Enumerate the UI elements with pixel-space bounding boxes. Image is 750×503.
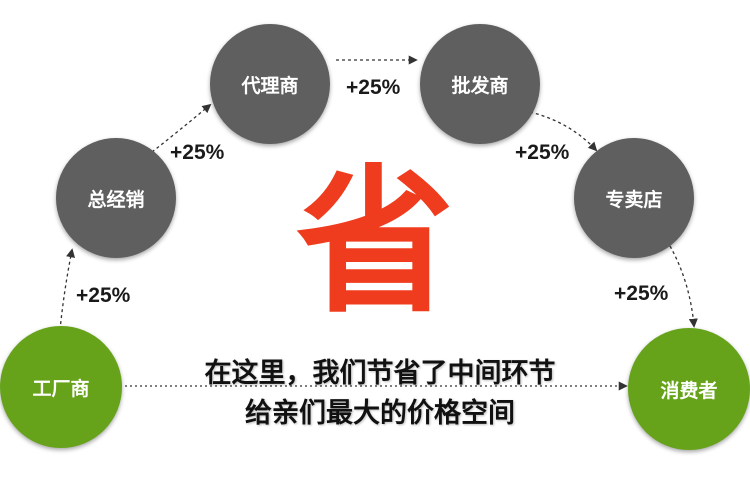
- node-factory: 工厂商: [0, 326, 122, 448]
- node-store-label: 专卖店: [605, 188, 663, 211]
- node-consumer: 消费者: [628, 328, 750, 450]
- save-character: 省: [296, 151, 454, 335]
- node-wholesaler-label: 批发商: [451, 74, 509, 97]
- arrow-factory-to-distributor: [59, 248, 76, 331]
- node-agent: 代理商: [210, 24, 330, 144]
- markup-label-2: +25%: [170, 141, 225, 164]
- node-consumer-label: 消费者: [660, 379, 718, 402]
- caption-line-2: 给亲们最大的价格空间: [245, 398, 515, 429]
- node-distributor-label: 总经销: [87, 188, 145, 211]
- arrow-wholesaler-to-store: [529, 111, 598, 152]
- node-factory-label: 工厂商: [32, 377, 90, 400]
- markup-label-4: +25%: [515, 141, 570, 164]
- markup-label-1: +25%: [76, 284, 131, 307]
- markup-label-3: +25%: [346, 76, 401, 99]
- node-wholesaler: 批发商: [420, 24, 540, 144]
- markup-label-5: +25%: [614, 282, 669, 305]
- arrow-distributor-to-agent: [151, 103, 212, 153]
- node-agent-label: 代理商: [241, 74, 299, 97]
- caption-line-1: 在这里，我们节省了中间环节: [204, 358, 556, 389]
- node-distributor: 总经销: [56, 138, 176, 258]
- node-store: 专卖店: [574, 138, 694, 258]
- arrow-store-to-consumer: [669, 245, 698, 328]
